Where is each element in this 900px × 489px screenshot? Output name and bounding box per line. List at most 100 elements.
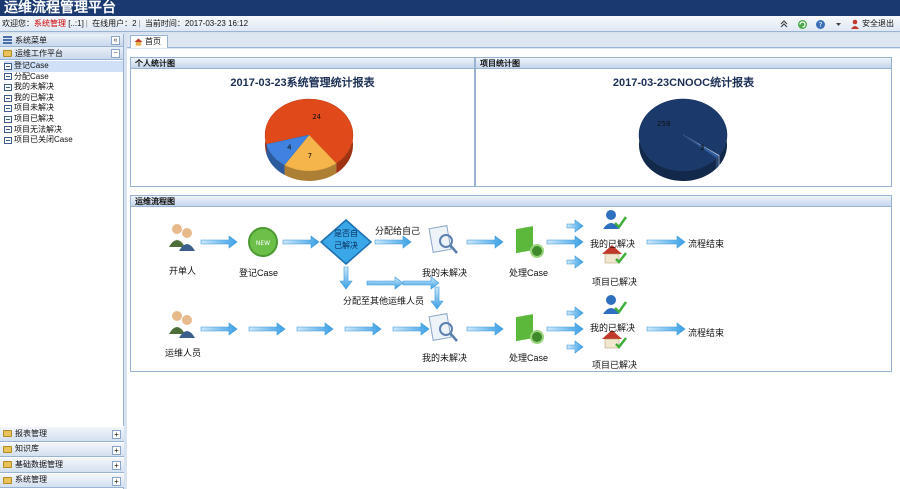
status-bar: 欢迎您：系统管理 [..:1]| 在线用户：2| 当前时间：2017-03-23…: [0, 16, 900, 32]
menu-item-project-unsolved[interactable]: 项目未解决: [4, 103, 123, 114]
home-icon: [134, 38, 143, 46]
user-check-icon: [603, 210, 628, 229]
workbench-tree: 登记Case 分配Case 我的未解决 我的已解决 项目未解决 项目已解决 项目…: [0, 60, 123, 146]
new-badge-text: NEW: [256, 240, 270, 247]
section-reports[interactable]: 报表管理+: [0, 426, 124, 442]
label-my-solved-2: 我的已解决: [590, 323, 636, 333]
online-users: 在线用户：2: [92, 19, 137, 28]
logout-button[interactable]: 安全退出: [850, 16, 894, 32]
flow-diagram: NEW: [169, 210, 686, 354]
label-assign-self: 分配给自己: [375, 226, 421, 236]
pie-slice[interactable]: [682, 134, 720, 159]
pie-slice-side: [284, 163, 337, 181]
page-icon: [4, 115, 12, 123]
current-time: 当前时间：2017-03-23 16:12: [144, 19, 249, 28]
label-my-solved-1: 我的已解决: [590, 239, 636, 249]
label-register: 登记Case: [239, 268, 279, 278]
new-badge-icon: NEW: [248, 227, 278, 257]
expand-button[interactable]: +: [112, 445, 121, 455]
section-label: 知识库: [15, 444, 39, 454]
label-ops: 运维人员: [165, 348, 202, 358]
project-stats-panel: 项目统计图 2017-03-23CNOOC统计报表 25813: [475, 57, 892, 187]
folder-icon: [3, 461, 12, 469]
current-user: 系统管理: [34, 19, 66, 28]
collapse-up-icon[interactable]: [778, 18, 790, 30]
label-my-unsolved-2: 我的未解决: [422, 353, 468, 363]
label-decision: 是否自己解决: [334, 229, 358, 250]
label-my-unsolved-1: 我的未解决: [422, 268, 468, 278]
expand-button[interactable]: +: [112, 461, 121, 470]
flow-panel: 运维流程图 NEW: [130, 195, 892, 372]
decision-diamond-icon: [319, 219, 373, 265]
pie-data-label: 258: [657, 120, 670, 128]
sidebar-collapse-button[interactable]: «: [111, 36, 120, 45]
menu-item-assign-case[interactable]: 分配Case: [4, 72, 123, 83]
user-check-icon: [603, 295, 628, 314]
house-check-icon: [602, 330, 627, 349]
tab-home[interactable]: 首页: [130, 35, 168, 48]
logout-label: 安全退出: [862, 19, 894, 28]
page-icon: [4, 136, 12, 144]
menu-item-label: 分配Case: [14, 71, 49, 81]
flow-arrows-row1: [200, 219, 686, 269]
page-icon: [4, 62, 12, 70]
section-knowledge[interactable]: 知识库 +: [0, 441, 124, 457]
menu-item-project-solved[interactable]: 项目已解决: [4, 114, 123, 125]
menu-item-label: 我的未解决: [14, 82, 54, 92]
folder-icon: [3, 445, 12, 453]
pie-slice[interactable]: [264, 98, 354, 164]
menu-item-project-unsolvable[interactable]: 项目无法解决: [4, 125, 123, 136]
refresh-icon[interactable]: [796, 18, 808, 30]
label-process-2: 处理Case: [509, 353, 549, 363]
page-icon: [4, 94, 12, 102]
pie-slice-side: [266, 144, 285, 175]
page-icon: [4, 105, 12, 113]
help-icon[interactable]: ?: [814, 18, 826, 30]
page-icon: [4, 73, 12, 81]
section-workbench[interactable]: 运维工作平台 −: [0, 47, 123, 60]
pie-slice[interactable]: [284, 134, 337, 172]
expand-button[interactable]: +: [112, 476, 121, 486]
label-project-solved-1: 项目已解决: [592, 277, 638, 287]
pie-slice[interactable]: [266, 134, 310, 166]
user-icon: [851, 19, 859, 29]
menu-item-project-closed[interactable]: 项目已关闭Case: [4, 135, 123, 146]
section-collapse-button[interactable]: −: [111, 49, 120, 58]
pie-data-label: 7: [308, 152, 312, 160]
menu-item-label: 项目未解决: [14, 103, 54, 113]
label-end-2: 流程结束: [688, 328, 725, 338]
user-code: [..:1]: [68, 19, 84, 28]
personal-stats-header: 个人统计图: [131, 58, 474, 69]
sidebar-title: 系统菜单: [15, 35, 47, 45]
section-system[interactable]: 系统管理 +: [0, 472, 124, 488]
page-icon: [4, 83, 12, 91]
project-pie-chart: 25813: [638, 98, 728, 181]
sidebar-bottom-panels: 报表管理+ 知识库 + 基础数据管理 + 系统管理 +: [0, 426, 124, 488]
flow-arrows-branch: [339, 266, 444, 310]
page-icon: [4, 126, 12, 134]
svg-text:?: ?: [818, 21, 822, 29]
folder-icon: [3, 476, 12, 484]
label-project-solved-2: 项目已解决: [592, 360, 638, 370]
folder-icon: [3, 430, 12, 438]
expand-button[interactable]: +: [112, 430, 121, 439]
menu-item-my-solved[interactable]: 我的已解决: [4, 93, 123, 104]
label-end-1: 流程结束: [688, 239, 725, 249]
house-check-icon: [602, 245, 627, 264]
pie-slice-side: [265, 99, 353, 174]
section-label: 基础数据管理: [15, 459, 63, 469]
menu-item-register-case[interactable]: 登记Case: [4, 61, 123, 72]
section-basedata[interactable]: 基础数据管理 +: [0, 457, 124, 473]
section-label: 系统管理: [15, 475, 47, 485]
menu-item-my-unsolved[interactable]: 我的未解决: [4, 82, 123, 93]
toolbar-right: ? 安全退出: [778, 16, 894, 32]
search-document-icon: [428, 225, 458, 254]
label-process-1: 处理Case: [509, 268, 549, 278]
process-gear-icon: [516, 226, 544, 258]
opener-users-icon: [169, 224, 195, 251]
label-assign-other: 分配至其他运维人员: [343, 296, 425, 306]
pie-slice-side: [718, 155, 720, 167]
dropdown-icon[interactable]: [832, 18, 844, 30]
